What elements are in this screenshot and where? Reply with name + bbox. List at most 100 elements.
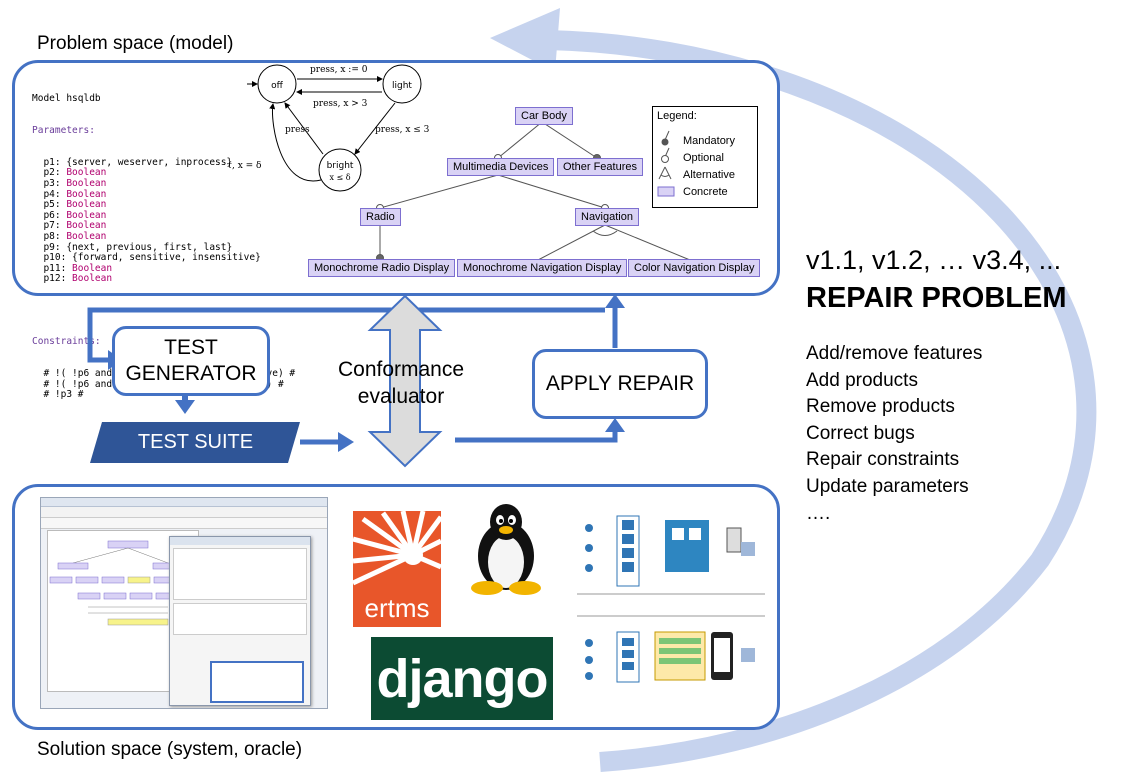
versions-label: v1.1, v1.2, … v3.4, ... xyxy=(806,245,1062,275)
state-bright-invariant: x ≤ δ xyxy=(329,173,350,182)
parameter-line: p2: Boolean xyxy=(32,168,295,179)
repair-action-item: Correct bugs xyxy=(806,422,915,444)
parameter-type: Boolean xyxy=(66,220,107,232)
repair-problem-title: REPAIR PROBLEM xyxy=(806,282,1067,314)
parameter-name: p2: xyxy=(32,167,67,179)
parameter-name: p4: xyxy=(32,188,67,200)
django-logo-text: django xyxy=(376,648,549,709)
parameter-type: Boolean xyxy=(66,199,107,211)
legend-title: Legend: xyxy=(657,110,697,122)
apply-repair-box: APPLY REPAIR xyxy=(532,349,708,419)
legend-optional: Optional xyxy=(683,152,724,164)
parameter-name: p11: xyxy=(32,262,73,274)
conformance-evaluator-label: Conformance evaluator xyxy=(337,358,465,408)
dialog-operator-panel xyxy=(173,603,307,635)
window-menubar xyxy=(41,507,327,518)
parameter-line: p3: Boolean xyxy=(32,177,295,190)
ertms-logo: ertms xyxy=(353,511,441,627)
state-off xyxy=(257,64,297,104)
parameter-type: Boolean xyxy=(66,209,107,221)
repair-action-item: Remove products xyxy=(806,396,955,418)
parameter-line: p8: Boolean xyxy=(32,230,295,243)
parameters-label: Parameters: xyxy=(32,124,95,136)
django-logo: django xyxy=(371,637,553,720)
window-titlebar xyxy=(41,498,327,507)
parameter-name: p8: xyxy=(32,230,67,242)
feature-radio: Radio xyxy=(360,208,401,226)
feature-color-nav-display: Color Navigation Display xyxy=(628,259,761,277)
parameter-list: p1: {server, weserver, inprocess} p2: Bo… xyxy=(32,156,295,285)
state-off-label: off xyxy=(271,81,284,91)
parameter-type: Boolean xyxy=(66,167,107,179)
legend-alternative: Alternative xyxy=(683,169,735,181)
parameter-name: p6: xyxy=(32,209,67,221)
dialog-titlebar xyxy=(170,537,310,545)
dialog-feature-list xyxy=(173,548,307,600)
parameter-name: p3: xyxy=(32,177,67,189)
repair-action-item: …. xyxy=(806,502,831,524)
eclipse-featureide-screenshot xyxy=(40,497,328,709)
repair-action-item: Repair constraints xyxy=(806,449,960,471)
legend-symbols xyxy=(657,130,675,197)
transition-label-3: press, x ≤ 3 xyxy=(375,125,430,135)
feature-car-body: Car Body xyxy=(515,107,573,125)
parameter-type: Boolean xyxy=(72,262,113,274)
ertms-logo-text: ertms xyxy=(365,593,430,623)
problem-space-title: Problem space (model) xyxy=(37,33,234,54)
parameter-type: Boolean xyxy=(66,177,107,189)
transition-label-2: press, x > 3 xyxy=(313,99,368,109)
parameter-name: p1: xyxy=(32,156,67,168)
parameter-name: p12: xyxy=(32,273,73,285)
parameter-line: p9: {next, previous, first, last} xyxy=(32,241,295,254)
architecture-shapes xyxy=(577,515,765,683)
legend-concrete: Concrete xyxy=(683,186,728,198)
legend-mandatory: Mandatory xyxy=(683,135,735,147)
test-generator-box: TEST GENERATOR xyxy=(112,326,270,396)
parameter-name: p5: xyxy=(32,199,67,211)
mini-feature-tree xyxy=(49,540,184,626)
dialog-autocomplete-popup xyxy=(210,661,304,703)
parameter-type: Boolean xyxy=(72,273,113,285)
constraint-line: # !p3 # xyxy=(32,389,84,401)
iot-architecture-diagram xyxy=(577,498,765,694)
test-suite-label: TEST SUITE xyxy=(137,431,254,453)
repair-action-item: Add/remove features xyxy=(806,343,983,364)
parameter-type: {server, weserver, inprocess} xyxy=(66,156,233,168)
repair-action-item: Update parameters xyxy=(806,475,969,497)
state-machine-diagram: press, x := 0 press, x > 3 press, x ≤ 3 … xyxy=(227,64,430,192)
test-suite-shape xyxy=(90,422,300,463)
state-light-label: light xyxy=(392,81,412,91)
linux-tux-icon xyxy=(471,504,541,595)
state-bright-label: bright xyxy=(327,161,354,171)
transition-label-4: press xyxy=(285,125,310,135)
parameter-name: p10: xyxy=(32,252,73,264)
parameter-line: p11: Boolean xyxy=(32,262,295,275)
parameter-name: p9: xyxy=(32,241,67,253)
feature-mono-radio-display: Monochrome Radio Display xyxy=(308,259,456,277)
test-generator-label: TEST GENERATOR xyxy=(125,336,257,385)
transition-label-5: τ, x = δ xyxy=(227,161,261,171)
parameter-line: p1: {server, weserver, inprocess} xyxy=(32,156,295,169)
constraint-dialog xyxy=(169,536,311,706)
feature-navigation: Navigation xyxy=(575,208,639,226)
parameter-line: p7: Boolean xyxy=(32,221,295,232)
constraints-label: Constraints: xyxy=(32,336,101,348)
transition-label-1: press, x := 0 xyxy=(310,65,368,75)
parameter-name: p7: xyxy=(32,220,67,232)
feature-other-features: Other Features xyxy=(557,158,643,176)
feature-legend: Legend: Mandatory Optional Alternative C… xyxy=(652,106,758,208)
state-bright xyxy=(318,148,362,192)
feature-mono-nav-display: Monochrome Navigation Display xyxy=(457,259,628,277)
repair-action-item: Add products xyxy=(806,369,918,391)
state-light xyxy=(382,64,422,104)
window-toolbar xyxy=(41,518,327,529)
parameter-line: p4: Boolean xyxy=(32,188,295,201)
parameter-type: {forward, sensitive, insensitive} xyxy=(72,252,261,264)
parameter-type: {next, previous, first, last} xyxy=(66,241,233,253)
parameter-line: p10: {forward, sensitive, insensitive} xyxy=(32,252,295,264)
parameter-line: p12: Boolean xyxy=(32,273,295,285)
parameter-type: Boolean xyxy=(66,230,107,242)
